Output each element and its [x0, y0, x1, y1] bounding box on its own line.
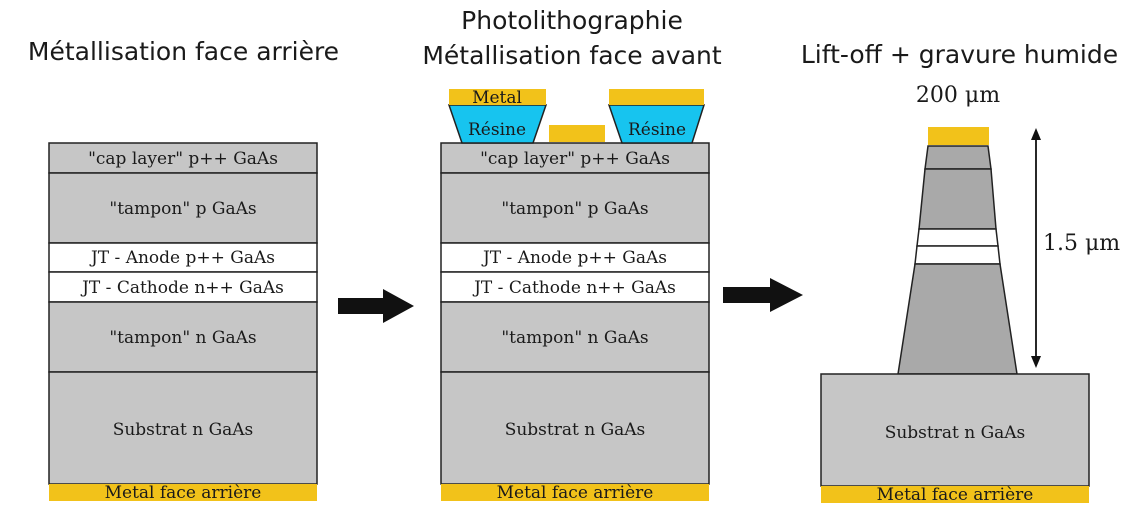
- tampon-n-label: "tampon" n GaAs: [501, 328, 648, 348]
- substrate-layer: [820, 373, 1090, 487]
- tampon-p-layer: [440, 172, 710, 244]
- arrow-icon: [338, 289, 414, 323]
- step2-title-line2: Métallisation face avant: [422, 41, 722, 70]
- mesa-cathode: [914, 245, 1001, 265]
- cathode-layer: [440, 271, 710, 303]
- substrate-label: Substrat n GaAs: [885, 423, 1026, 443]
- substrate-label: Substrat n GaAs: [113, 420, 254, 440]
- tampon-n-label: "tampon" n GaAs: [109, 328, 256, 348]
- stack-step2: [440, 142, 710, 485]
- step2-title-line1: Photolithographie: [461, 6, 683, 35]
- mesa-cap: [924, 145, 992, 170]
- back-metal: [821, 486, 1089, 503]
- height-dimension-label: 1.5 μm: [1043, 231, 1120, 256]
- front-metal-contact: [549, 125, 605, 142]
- cathode-label: JT - Cathode n++ GaAs: [80, 278, 284, 298]
- tampon-n-layer: [440, 301, 710, 373]
- back-metal: [49, 484, 317, 501]
- cap-label: "cap layer" p++ GaAs: [480, 149, 670, 169]
- step3-title: Lift-off + gravure humide: [800, 40, 1119, 69]
- resist-right-label: Résine: [628, 120, 686, 140]
- arrow-up-icon: [1031, 128, 1041, 140]
- tampon-p-label: "tampon" p GaAs: [501, 199, 648, 219]
- metal-on-resist-left: [449, 89, 546, 105]
- metal-label: Metal: [472, 88, 522, 108]
- mesa-top-metal: [928, 127, 989, 145]
- cathode-layer: [48, 271, 318, 303]
- substrate-label: Substrat n GaAs: [505, 420, 646, 440]
- arrow-icon: [723, 278, 803, 312]
- cap-layer: [440, 142, 710, 174]
- back-metal-label: Metal face arrière: [105, 483, 262, 503]
- mesa-anode: [916, 228, 999, 247]
- cap-label: "cap layer" p++ GaAs: [88, 149, 278, 169]
- mesa: [897, 145, 1018, 375]
- mesa-tampon-n: [897, 263, 1018, 375]
- step1-title: Métallisation face arrière: [27, 37, 340, 66]
- cathode-label: JT - Cathode n++ GaAs: [472, 278, 676, 298]
- mesa-tampon-p: [918, 168, 997, 230]
- width-dimension-label: 200 μm: [916, 83, 1000, 108]
- anode-label: JT - Anode p++ GaAs: [89, 248, 275, 268]
- back-metal-label: Metal face arrière: [877, 485, 1034, 505]
- anode-label: JT - Anode p++ GaAs: [481, 248, 667, 268]
- tampon-p-label: "tampon" p GaAs: [109, 199, 256, 219]
- cap-layer: [48, 142, 318, 174]
- anode-layer: [440, 242, 710, 273]
- tampon-p-layer: [48, 172, 318, 244]
- resist-left-label: Résine: [468, 120, 526, 140]
- back-metal: [441, 484, 709, 501]
- stack-step1: [48, 142, 318, 485]
- substrate-layer: [440, 371, 710, 485]
- arrow-down-icon: [1031, 356, 1041, 368]
- back-metal-label: Metal face arrière: [497, 483, 654, 503]
- metal-on-resist-right: [609, 89, 704, 105]
